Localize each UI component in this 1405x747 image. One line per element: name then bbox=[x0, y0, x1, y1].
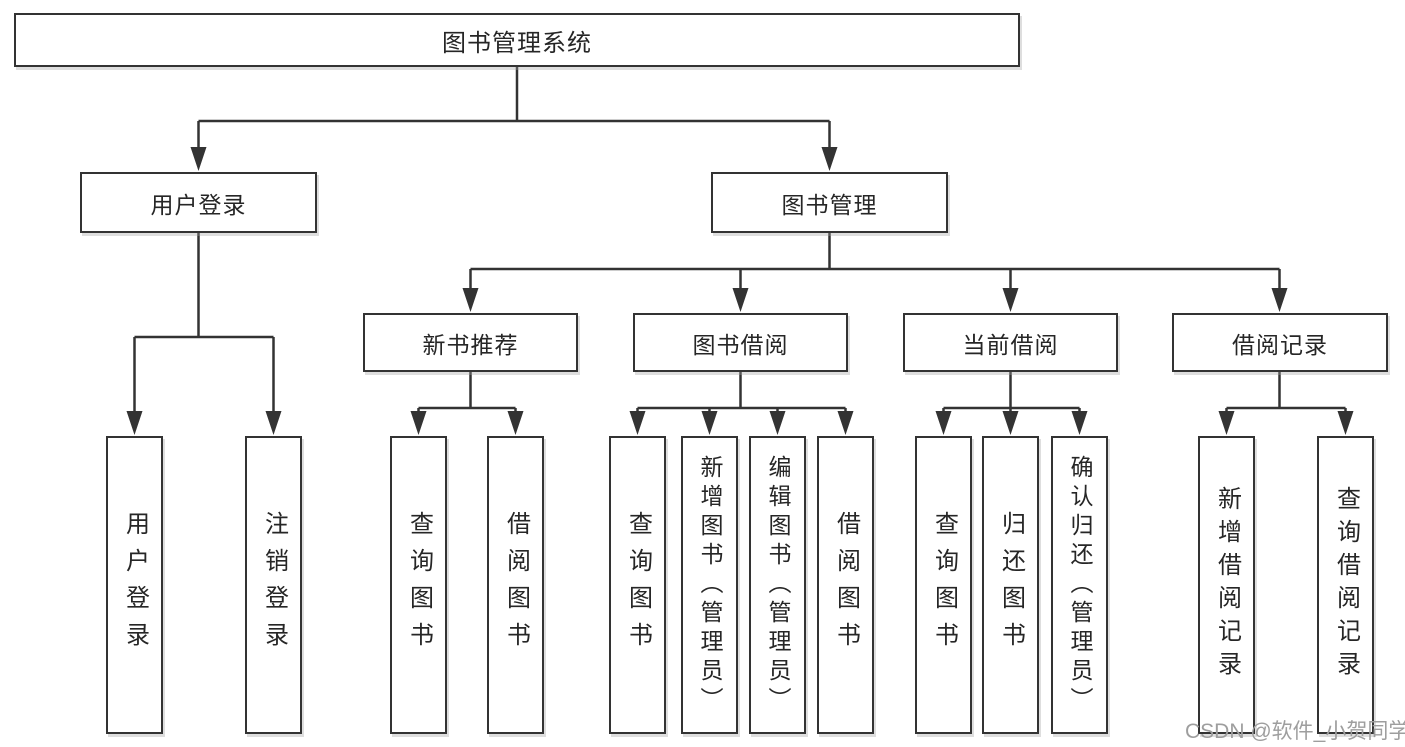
leaf-edit-books-admin: 编辑图书（管理员） bbox=[749, 436, 806, 734]
node-label: 归还图书 bbox=[997, 511, 1025, 659]
node-label: 新增图书（管理员） bbox=[697, 454, 723, 716]
node-borrowing-records: 借阅记录 bbox=[1172, 313, 1388, 372]
connector-book-borrowing-to-leaves bbox=[629, 372, 854, 435]
leaf-add-borrow-record: 新增借阅记录 bbox=[1198, 436, 1255, 734]
leaf-query-books-borrowing: 查询图书 bbox=[609, 436, 666, 734]
node-label: 确认归还（管理员） bbox=[1067, 454, 1093, 716]
node-label: 查询图书 bbox=[930, 511, 958, 659]
node-label: 图书借阅 bbox=[692, 331, 789, 358]
leaf-borrow-books-borrowing: 借阅图书 bbox=[817, 436, 874, 734]
node-book-management-branch: 图书管理 bbox=[711, 172, 948, 233]
leaf-query-books-recommend: 查询图书 bbox=[390, 436, 447, 734]
leaf-return-books: 归还图书 bbox=[982, 436, 1039, 734]
node-label: 用户登录 bbox=[150, 191, 247, 218]
node-label: 借阅图书 bbox=[502, 511, 530, 659]
connector-new-book-recommend-to-leaves bbox=[410, 372, 524, 435]
node-library-management-system: 图书管理系统 bbox=[14, 13, 1020, 67]
connector-borrowing-records-to-leaves bbox=[1218, 372, 1354, 435]
leaf-query-borrow-record: 查询借阅记录 bbox=[1317, 436, 1374, 734]
node-book-borrowing: 图书借阅 bbox=[633, 313, 848, 372]
node-label: 图书管理系统 bbox=[442, 29, 592, 57]
node-label: 查询图书 bbox=[405, 511, 433, 659]
node-label: 编辑图书（管理员） bbox=[765, 454, 791, 716]
node-new-book-recommend: 新书推荐 bbox=[363, 313, 578, 372]
connector-user-login-to-leaves bbox=[126, 233, 282, 435]
node-label: 新书推荐 bbox=[422, 331, 519, 358]
leaf-user-login: 用户登录 bbox=[106, 436, 163, 734]
leaf-borrow-books-recommend: 借阅图书 bbox=[487, 436, 544, 734]
connector-root-to-level2 bbox=[190, 67, 838, 171]
node-label: 查询图书 bbox=[624, 511, 652, 659]
node-label: 当前借阅 bbox=[962, 331, 1059, 358]
node-label: 用户登录 bbox=[121, 511, 149, 659]
leaf-query-books-current: 查询图书 bbox=[915, 436, 972, 734]
node-user-login-branch: 用户登录 bbox=[80, 172, 317, 233]
leaf-confirm-return-admin: 确认归还（管理员） bbox=[1051, 436, 1108, 734]
node-label: 查询借阅记录 bbox=[1332, 486, 1360, 684]
node-label: 借阅图书 bbox=[832, 511, 860, 659]
leaf-logout: 注销登录 bbox=[245, 436, 302, 734]
csdn-watermark: CSDN @软件_小贺同学 bbox=[1185, 720, 1405, 743]
node-label: 图书管理 bbox=[781, 191, 878, 218]
node-label: 借阅记录 bbox=[1232, 331, 1328, 358]
connector-book-management-to-level3 bbox=[462, 233, 1288, 312]
node-label: 新增借阅记录 bbox=[1213, 486, 1241, 684]
leaf-add-books-admin: 新增图书（管理员） bbox=[681, 436, 738, 734]
connector-current-borrowing-to-leaves bbox=[935, 372, 1088, 435]
node-label: 注销登录 bbox=[260, 511, 288, 659]
node-current-borrowing: 当前借阅 bbox=[903, 313, 1118, 372]
